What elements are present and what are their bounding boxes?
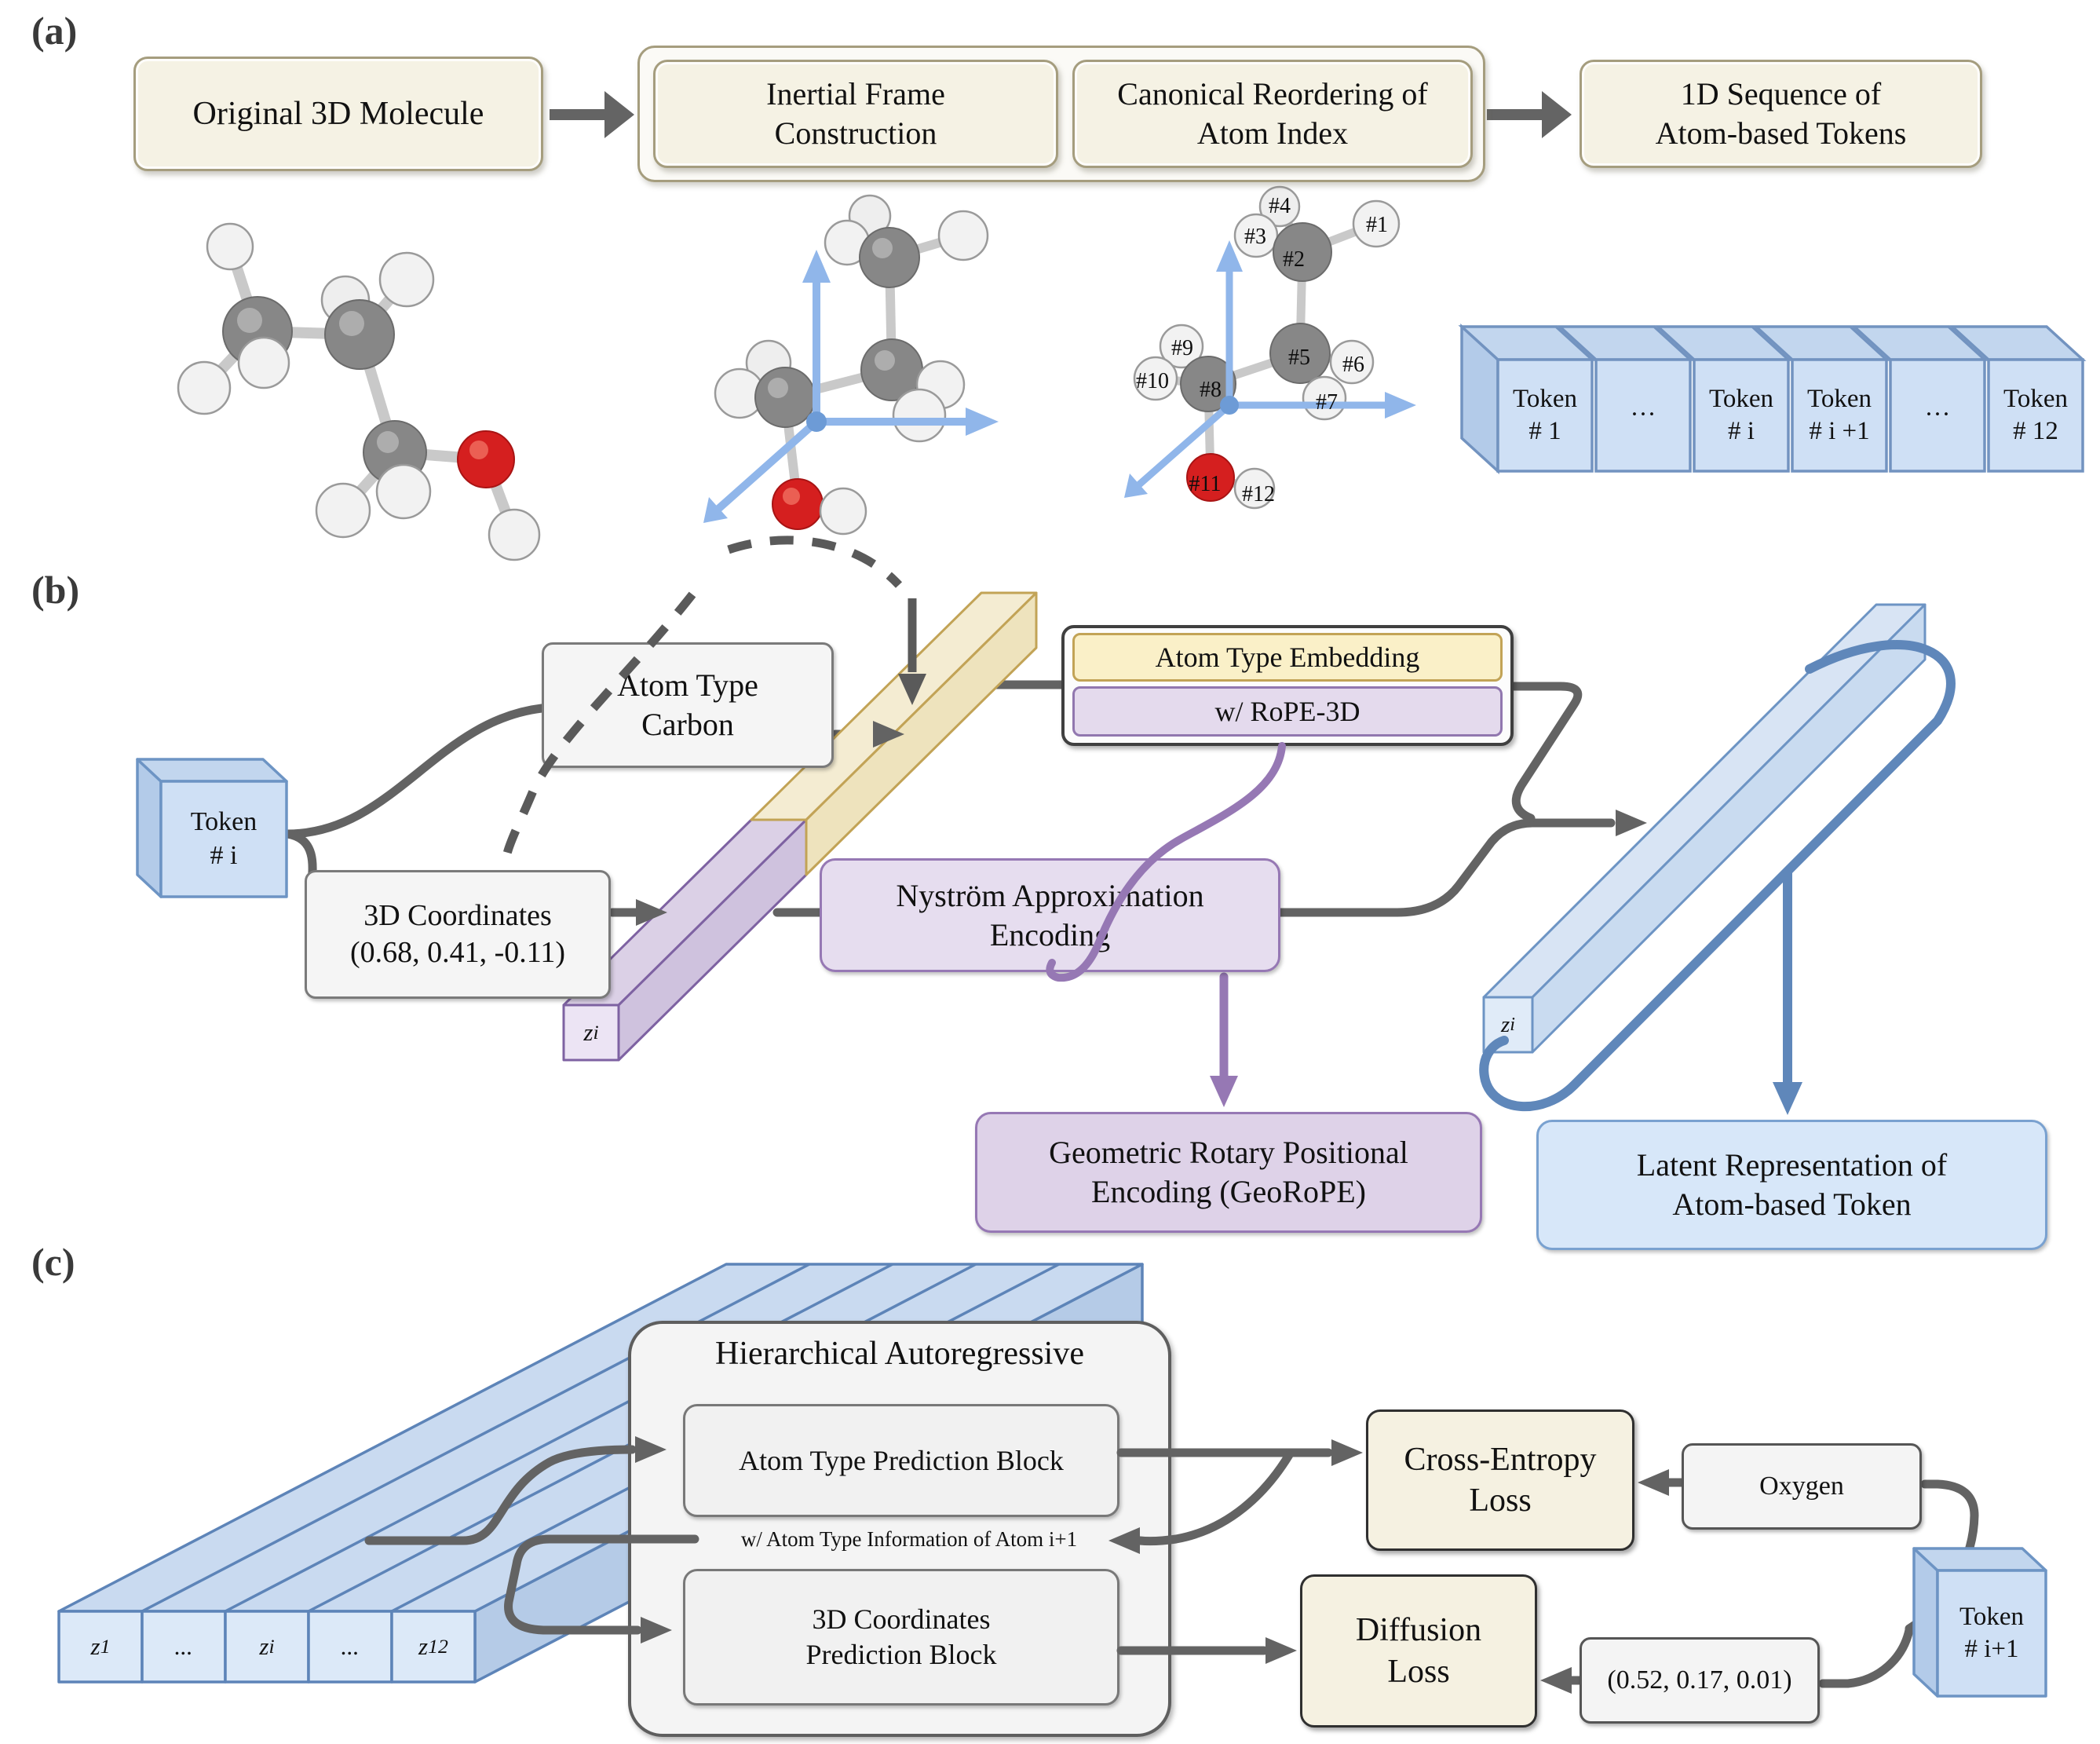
z-symbol: z bbox=[1500, 1011, 1510, 1037]
connector-embedding-to-latentbar bbox=[1509, 682, 1583, 823]
arrowhead-icon bbox=[1773, 1082, 1802, 1115]
arrowhead-icon bbox=[1540, 1667, 1572, 1694]
ellipsis: ... bbox=[341, 1632, 360, 1660]
token-cell: Token # 12 bbox=[2003, 384, 2068, 445]
nystrom-box: Nyström Approximation Encoding bbox=[820, 858, 1280, 972]
atom-type-info-text: w/ Atom Type Information of Atom i+1 bbox=[740, 1527, 1078, 1552]
atom-index-label: #5 bbox=[1288, 346, 1310, 370]
rope-3d-box: w/ RoPE-3D bbox=[1072, 686, 1503, 737]
token-cube-i bbox=[136, 758, 288, 898]
atom-index-label: #4 bbox=[1269, 194, 1291, 218]
arrowhead-icon bbox=[1638, 1469, 1669, 1496]
arrowhead-icon bbox=[636, 899, 667, 926]
token-sequence-row bbox=[1458, 324, 2087, 474]
arrowhead-icon bbox=[1616, 810, 1647, 836]
arrow-right-icon bbox=[1487, 91, 1572, 138]
georope-box: Geometric Rotary Positional Encoding (Ge… bbox=[975, 1112, 1482, 1233]
z-symbol: z bbox=[583, 1018, 593, 1046]
molecule-inertial-frame bbox=[703, 194, 999, 536]
arrowhead-icon bbox=[873, 721, 904, 748]
atom-index-label: #10 bbox=[1136, 369, 1169, 393]
connector-bar-to-latentbar bbox=[772, 818, 1616, 917]
latent-representation-bar bbox=[1482, 603, 1927, 1054]
atom-index-label: #7 bbox=[1316, 390, 1338, 415]
token-cell: Token # 1 bbox=[1512, 384, 1577, 445]
z-cell: ... bbox=[142, 1611, 225, 1682]
cross-entropy-loss-box: Cross-Entropy Loss bbox=[1366, 1409, 1634, 1551]
coords-box: 3D Coordinates (0.68, 0.41, -0.11) bbox=[305, 870, 611, 999]
z-subscript: i bbox=[1510, 1013, 1515, 1035]
z-symbol: z bbox=[90, 1632, 100, 1660]
atom-index-label: #11 bbox=[1189, 472, 1222, 496]
token-cell: Token # i +1 bbox=[1806, 384, 1872, 445]
latent-bar-wrap-curve bbox=[1479, 640, 1956, 1112]
canonical-reordering-box: Canonical Reordering of Atom Index bbox=[1072, 60, 1473, 168]
atom-type-box: Atom Type Carbon bbox=[542, 642, 834, 768]
atom-index-label: #12 bbox=[1242, 482, 1275, 506]
latent-representation-box: Latent Representation of Atom-based Toke… bbox=[1536, 1120, 2047, 1250]
atom-index-label: #8 bbox=[1200, 378, 1222, 402]
connector-token-to-atomtype bbox=[283, 704, 546, 839]
inertial-frame-box: Inertial Frame Construction bbox=[653, 60, 1058, 168]
coordinate-axes-icon bbox=[1134, 257, 1400, 489]
atom-index-label: #1 bbox=[1366, 213, 1388, 237]
molecule-canonical-index bbox=[1124, 185, 1416, 510]
atom-type-prediction-block: Atom Type Prediction Block bbox=[683, 1404, 1119, 1517]
atom-index-label: #3 bbox=[1244, 225, 1266, 249]
z-subscript: 1 bbox=[100, 1634, 111, 1658]
z-symbol: z bbox=[259, 1632, 269, 1660]
z-symbol: z bbox=[418, 1632, 429, 1660]
arrow-right-icon bbox=[550, 91, 634, 138]
z-subscript: i bbox=[268, 1634, 275, 1658]
molecule-original-3d bbox=[177, 222, 541, 561]
token-cube-i-label: Token # i bbox=[190, 807, 257, 870]
ellipsis: ... bbox=[174, 1632, 193, 1660]
panel-c-label: (c) bbox=[31, 1240, 75, 1284]
atom-index-label: #2 bbox=[1283, 247, 1305, 272]
panel-a-label: (a) bbox=[31, 9, 78, 53]
diffusion-loss-box: Diffusion Loss bbox=[1300, 1574, 1537, 1728]
atom-type-embedding-box: Atom Type Embedding bbox=[1072, 633, 1503, 682]
token-cell: ··· bbox=[1924, 400, 1951, 430]
z-subscript: 12 bbox=[428, 1634, 448, 1658]
token-cube-i1-label: Token # i+1 bbox=[1959, 1602, 2024, 1663]
atom-index-label: #6 bbox=[1342, 353, 1364, 377]
original-molecule-box: Original 3D Molecule bbox=[133, 57, 543, 171]
coordinate-axes-icon bbox=[714, 267, 981, 513]
z-cell: ... bbox=[309, 1611, 392, 1682]
atom-index-label: #9 bbox=[1171, 336, 1193, 360]
token-cell: ··· bbox=[1630, 400, 1656, 430]
coords-prediction-block: 3D Coordinates Prediction Block bbox=[683, 1569, 1119, 1706]
oxygen-box: Oxygen bbox=[1682, 1443, 1922, 1530]
connector-token-to-coordsvalue bbox=[1818, 1625, 1914, 1688]
coords-value-box: (0.52, 0.17, 0.01) bbox=[1580, 1637, 1820, 1724]
token-cube-i1 bbox=[1912, 1547, 2047, 1698]
token-cell: Token # i bbox=[1708, 384, 1773, 445]
z-subscript: i bbox=[593, 1020, 599, 1044]
sequence-box: 1D Sequence of Atom-based Tokens bbox=[1580, 60, 1982, 168]
panel-b-label: (b) bbox=[31, 568, 80, 612]
hierarchical-title: Hierarchical Autoregressive bbox=[715, 1335, 1084, 1372]
arrowhead-icon bbox=[1210, 1076, 1238, 1107]
